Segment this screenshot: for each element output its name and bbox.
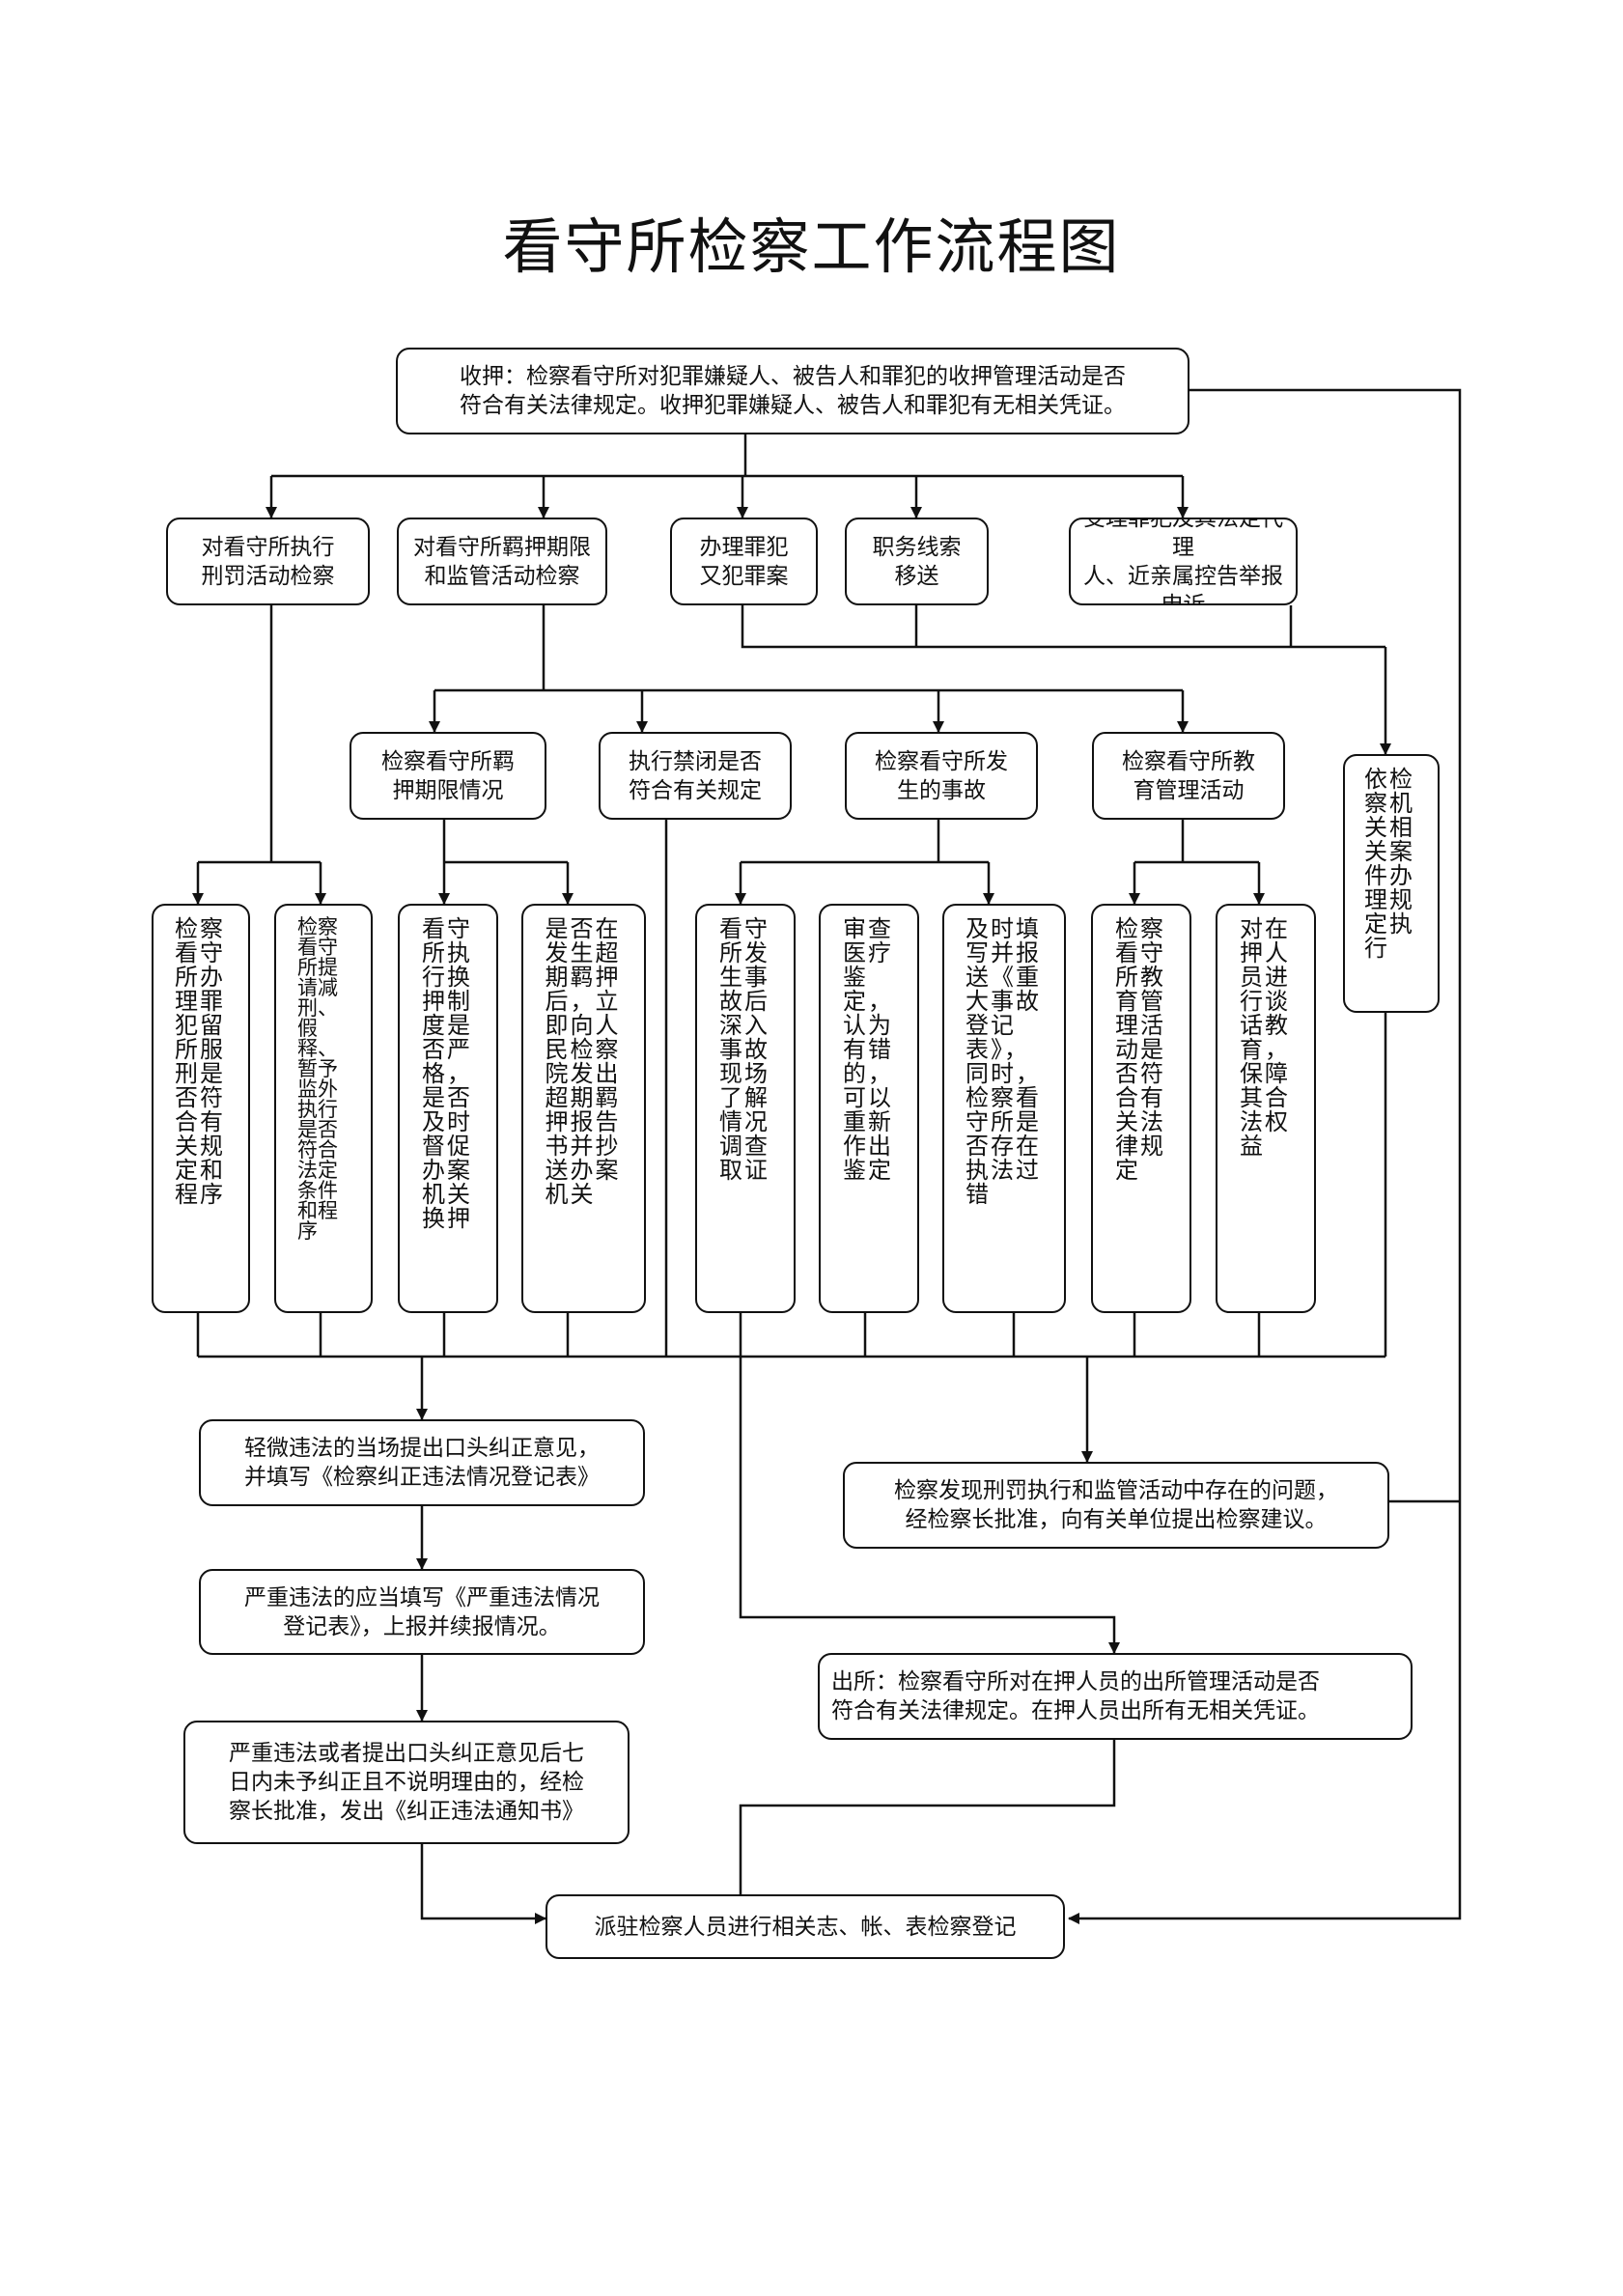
page-title: 看守所检察工作流程图	[502, 211, 1121, 282]
detail-col1: 检察看守所办理罪犯留所服刑是否符合有关规定和程序	[152, 904, 250, 1313]
detail-col4: 是否在发生超期羁押后，立即向人民检察院发出超期羁押报告书并抄送办案机关	[521, 904, 646, 1313]
registration-box: 派驻检察人员进行相关志、帐、表检察登记	[546, 1894, 1065, 1959]
detail-col9-text: 对在押人员进行谈话教育，保障其合法权益	[1240, 915, 1290, 1160]
minor-violation-box: 轻微违法的当场提出口头纠正意见， 并填写《检察纠正违法情况登记表》	[199, 1419, 645, 1506]
intake-box: 收押：检察看守所对犯罪嫌疑人、被告人和罪犯的收押管理活动是否 符合有关法律规定。…	[396, 348, 1189, 434]
related-cases-box: 依检察机关相关案件办理规定执行	[1343, 754, 1440, 1013]
detention-term-check-box: 检察看守所羁 押期限情况	[350, 732, 546, 820]
detail-col5: 看守所发生事故后深入事故现场了解情况调查取证	[695, 904, 796, 1313]
detail-col7: 及时填写并报送《重大事故登记表》，同时，检察看守所是否存在执法过错	[942, 904, 1066, 1313]
detail-col8-text: 检察看守所教育管理活动是否符合有关法律规定	[1115, 915, 1165, 1184]
release-box: 出所：检察看守所对在押人员的出所管理活动是否 符合有关法律规定。在押人员出所有无…	[818, 1653, 1413, 1740]
confinement-check-box: 执行禁闭是否 符合有关规定	[599, 732, 792, 820]
detail-col3-text: 看守所执行换押制度是否严格，是否及时督促办案机关换押	[422, 915, 472, 1232]
procuratorial-suggestion-box: 检察发现刑罚执行和监管活动中存在的问题， 经检察长批准，向有关单位提出检察建议。	[843, 1462, 1389, 1549]
detail-col9: 对在押人员进行谈话教育，保障其合法权益	[1216, 904, 1316, 1313]
related-cases-text: 依检察机关相关案件办理规定执行	[1364, 766, 1414, 962]
detail-col2-text: 检察看守所提请减刑、假释、暂予监外执行是否符合法定条件和程序	[297, 915, 338, 1243]
detail-col8: 检察看守所教育管理活动是否符合有关法律规定	[1091, 904, 1191, 1313]
detail-col2: 检察看守所提请减刑、假释、暂予监外执行是否符合法定条件和程序	[274, 904, 373, 1313]
detail-col3: 看守所执行换押制度是否严格，是否及时督促办案机关换押	[398, 904, 498, 1313]
detail-col6: 审查医疗鉴定，认为有错的，可以重新作出鉴定	[819, 904, 919, 1313]
detail-col1-text: 检察看守所办理罪犯留所服刑是否符合有关规定和程序	[175, 915, 225, 1208]
clue-transfer-box: 职务线索 移送	[845, 518, 989, 605]
education-check-box: 检察看守所教 育管理活动	[1092, 732, 1285, 820]
detention-supervision-box: 对看守所羁押期限 和监管活动检察	[397, 518, 607, 605]
complaints-box: 受理罪犯及其法定代理 人、近亲属控告举报申诉	[1069, 518, 1298, 605]
serious-violation-box: 严重违法的应当填写《严重违法情况 登记表》，上报并续报情况。	[199, 1569, 645, 1655]
incident-check-box: 检察看守所发 生的事故	[845, 732, 1038, 820]
detail-col6-text: 审查医疗鉴定，认为有错的，可以重新作出鉴定	[843, 915, 893, 1184]
detail-col4-text: 是否在发生超期羁押后，立即向人民检察院发出超期羁押报告书并抄送办案机关	[545, 915, 621, 1208]
detail-col5-text: 看守所发生事故后深入事故现场了解情况调查取证	[719, 915, 770, 1184]
reoffense-cases-box: 办理罪犯 又犯罪案	[670, 518, 818, 605]
detail-col7-text: 及时填写并报送《重大事故登记表》，同时，检察看守所是否存在执法过错	[965, 915, 1041, 1208]
penalty-supervision-box: 对看守所执行 刑罚活动检察	[166, 518, 370, 605]
correction-notice-box: 严重违法或者提出口头纠正意见后七 日内未予纠正且不说明理由的，经检 察长批准，发…	[183, 1721, 630, 1844]
